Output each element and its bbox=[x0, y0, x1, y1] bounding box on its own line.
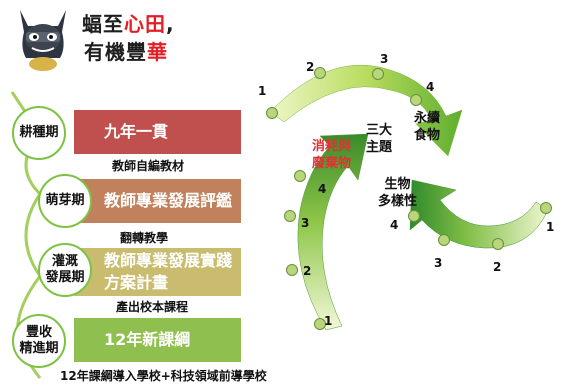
num-left-4: 4 bbox=[318, 182, 327, 196]
dot-right-2 bbox=[492, 238, 504, 250]
dot-top-3 bbox=[372, 68, 384, 80]
stage-box-2: 教師專業發展評鑑 bbox=[74, 179, 241, 223]
batman-mascot-logo bbox=[20, 10, 66, 71]
theme-label-biodiversity: 生物 多樣性 bbox=[378, 177, 418, 209]
dot-left-1 bbox=[314, 318, 326, 330]
dot-left-2 bbox=[286, 264, 298, 276]
cycle-arrow-right bbox=[409, 179, 549, 249]
dot-top-1 bbox=[266, 107, 278, 119]
stage-box-1: 九年一貫 bbox=[74, 110, 241, 154]
num-right-2: 2 bbox=[493, 260, 502, 274]
dot-right-1 bbox=[540, 202, 552, 214]
theme-label-food: 永續 食物 bbox=[414, 111, 441, 143]
cycle-arrow-top bbox=[269, 64, 463, 157]
num-top-1: 1 bbox=[258, 84, 267, 98]
logo-text-line2: 有機豐華 bbox=[84, 40, 168, 64]
dot-left-4 bbox=[294, 170, 306, 182]
stage-circle-1: 耕種期 bbox=[12, 106, 66, 160]
num-left-3: 3 bbox=[301, 216, 310, 230]
dot-right-4 bbox=[408, 210, 420, 222]
logo-text-line1: 蝠至心田, bbox=[82, 12, 175, 36]
cycle-diagram bbox=[266, 64, 552, 331]
num-top-4: 4 bbox=[426, 80, 435, 94]
cycle-center-label: 三大 主題 bbox=[366, 123, 393, 155]
stage-sub-label-3: 產出校本課程 bbox=[116, 300, 189, 314]
dot-right-3 bbox=[438, 234, 450, 246]
stage-circle-2: 萌芽期 bbox=[38, 174, 92, 228]
stage-sub-label-2: 翻轉教學 bbox=[120, 231, 169, 245]
dot-top-2 bbox=[314, 67, 326, 79]
cycle-arrow-left bbox=[297, 133, 369, 331]
num-top-2: 2 bbox=[306, 60, 315, 74]
dot-top-4 bbox=[410, 94, 422, 106]
stage-sub-label-1: 教師自編教材 bbox=[112, 159, 185, 173]
stage-circle-3: 灌溉 發展期 bbox=[38, 243, 92, 297]
num-left-1: 1 bbox=[324, 314, 333, 328]
num-right-3: 3 bbox=[434, 256, 443, 270]
num-left-2: 2 bbox=[303, 264, 312, 278]
dot-left-3 bbox=[284, 210, 296, 222]
stage-box-4: 12年新課綱 bbox=[74, 318, 241, 362]
theme-label-waste: 消耗與 廢棄物 bbox=[312, 139, 352, 171]
stage-box-3: 教師專業發展實踐 方案計畫 bbox=[74, 248, 241, 296]
num-top-3: 3 bbox=[380, 52, 389, 66]
num-right-1: 1 bbox=[546, 220, 555, 234]
bottom-note: 12年課綱導入學校+科技領域前導學校 bbox=[60, 369, 267, 383]
num-right-4: 4 bbox=[390, 218, 399, 232]
stage-circle-4: 豐收 精進期 bbox=[12, 314, 66, 368]
